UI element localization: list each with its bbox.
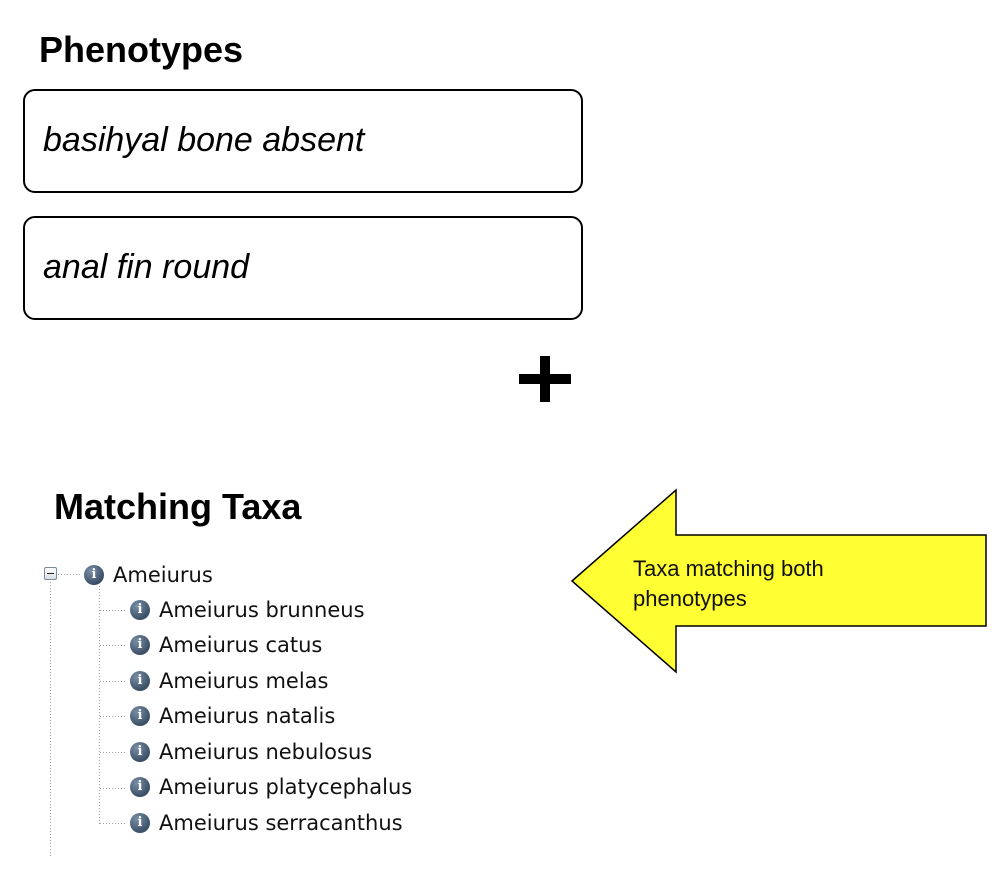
tree-node-label: Ameiurus brunneus (159, 598, 365, 622)
info-icon[interactable]: i (130, 635, 150, 655)
tree-node-label: Ameiurus serracanthus (159, 811, 403, 835)
info-icon[interactable]: i (84, 565, 104, 585)
tree-leaf-node[interactable]: i Ameiurus catus (130, 631, 322, 659)
info-icon[interactable]: i (130, 706, 150, 726)
tree-leaf-node[interactable]: i Ameiurus brunneus (130, 596, 365, 624)
tree-leaf-node[interactable]: i Ameiurus melas (130, 667, 328, 695)
collapse-minus-icon[interactable] (44, 567, 57, 580)
info-icon[interactable]: i (130, 813, 150, 833)
tree-leaf-node[interactable]: i Ameiurus serracanthus (130, 809, 403, 837)
tree-node-label: Ameiurus melas (159, 669, 329, 693)
tree-leaf-node[interactable]: i Ameiurus natalis (130, 702, 335, 730)
tree-node-label: Ameiurus platycephalus (159, 775, 413, 799)
info-icon[interactable]: i (130, 600, 150, 620)
tree-node-label: Ameiurus (113, 563, 213, 587)
callout-text: Taxa matching both phenotypes (633, 556, 824, 611)
tree-node-label: Ameiurus nebulosus (159, 740, 373, 764)
plus-icon (519, 356, 571, 402)
tree-leaf-node[interactable]: i Ameiurus nebulosus (130, 738, 372, 766)
tree-node-label: Ameiurus natalis (159, 704, 336, 728)
phenotype-box: basihyal bone absent (23, 89, 583, 193)
phenotype-box: anal fin round (23, 216, 583, 320)
phenotype-text: basihyal bone absent (43, 121, 365, 159)
info-icon[interactable]: i (130, 671, 150, 691)
tree-root-node[interactable]: i Ameiurus (84, 561, 213, 589)
tree-leaf-node[interactable]: i Ameiurus platycephalus (130, 773, 412, 801)
phenotypes-heading: Phenotypes (39, 29, 244, 70)
callout-arrow (570, 488, 987, 674)
phenotype-text: anal fin round (43, 248, 250, 286)
tree-node-label: Ameiurus catus (159, 633, 323, 657)
info-icon[interactable]: i (130, 742, 150, 762)
info-icon[interactable]: i (130, 777, 150, 797)
matching-taxa-heading: Matching Taxa (54, 486, 302, 527)
